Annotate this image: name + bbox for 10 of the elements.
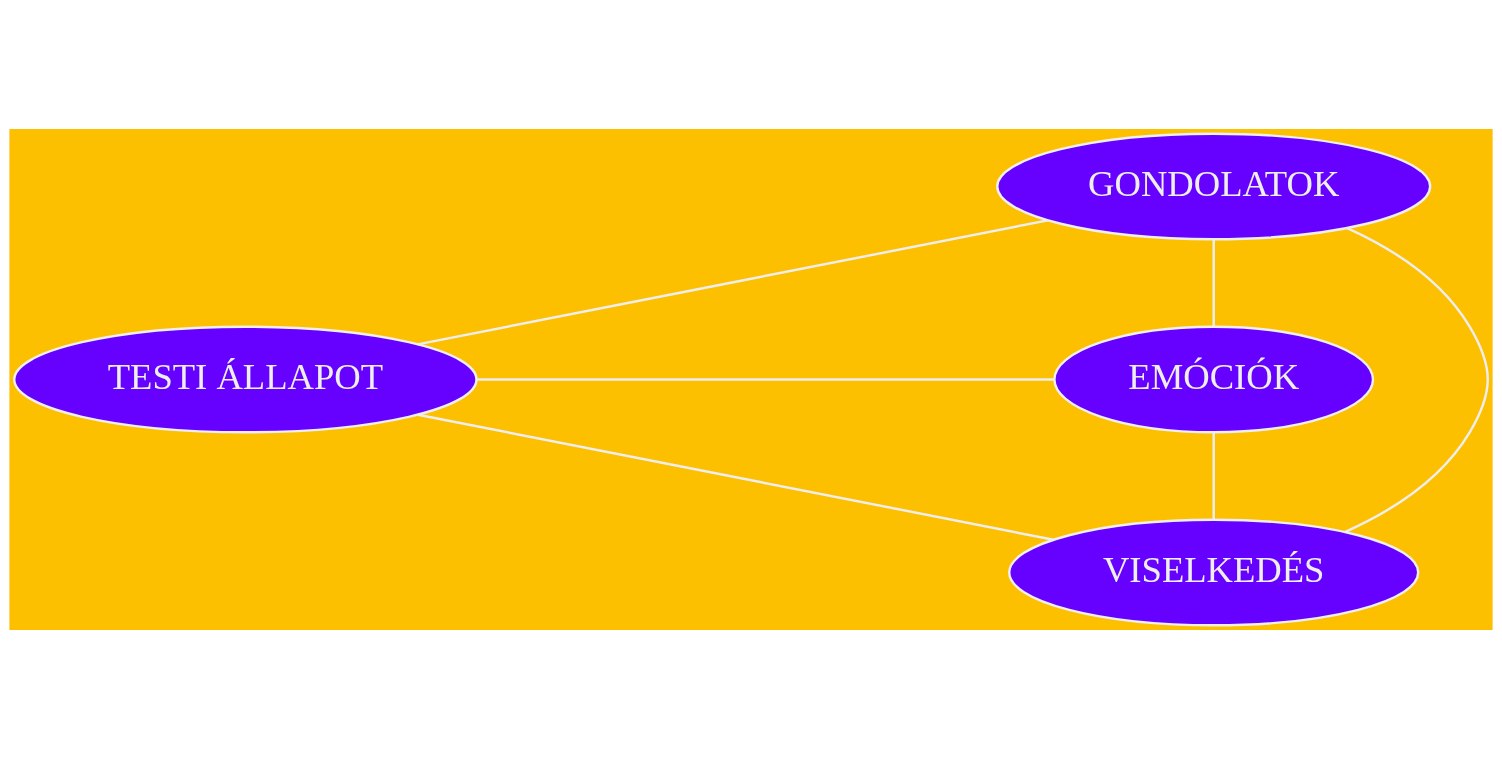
connector <box>476 377 1054 381</box>
connector <box>1212 431 1215 520</box>
node-ellipse: TESTI ÁLLAPOT <box>13 325 478 433</box>
connector <box>1212 238 1215 327</box>
connector <box>417 218 1049 346</box>
node-ellipse: EMÓCIÓK <box>1053 325 1375 433</box>
node-ellipse: GONDOLATOK <box>996 132 1432 240</box>
node-ellipse: VISELKEDÉS <box>1008 518 1420 626</box>
connector <box>1344 226 1489 533</box>
connector <box>417 413 1054 541</box>
